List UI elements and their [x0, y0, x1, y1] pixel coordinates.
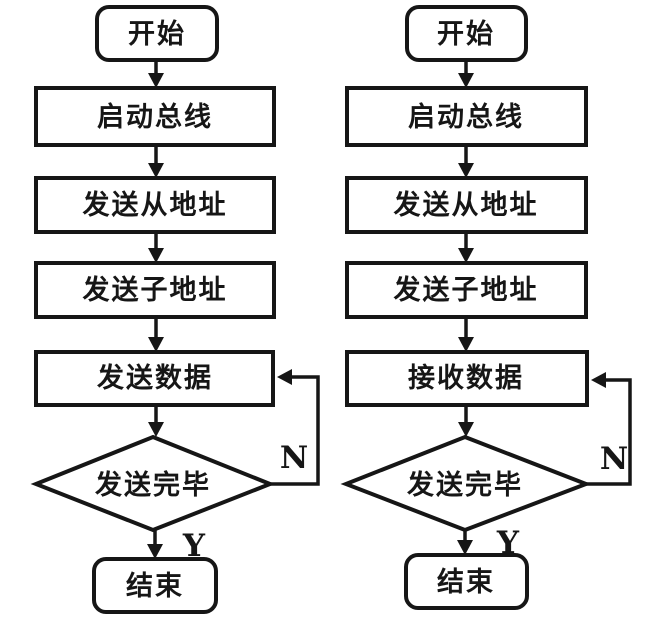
decision-node-send-complete	[30, 434, 276, 533]
flow-connector	[148, 405, 164, 437]
flow-connector	[458, 232, 474, 263]
flow-connector	[458, 60, 474, 88]
process-label: 发送数据	[96, 362, 213, 394]
flow-connector	[148, 60, 164, 88]
process-node-send-sub-address	[345, 261, 588, 319]
flow-connector	[148, 317, 164, 352]
arrow-down-icon	[148, 73, 164, 88]
flow-connector-yes	[147, 530, 163, 559]
branch-label-no: N	[280, 440, 308, 476]
arrow-down-icon	[458, 422, 474, 437]
process-label: 发送子地址	[82, 274, 228, 306]
loop-connector-no	[270, 369, 320, 486]
arrow-down-icon	[148, 422, 164, 437]
arrow-down-icon	[148, 163, 164, 178]
flow-connector	[458, 405, 474, 437]
arrow-down-icon	[458, 337, 474, 352]
process-node-start-bus	[34, 86, 276, 147]
flowchart-receive: 开始 启动总线 发送从地址 发送子	[340, 5, 632, 610]
flow-connector	[148, 232, 164, 263]
arrow-down-icon	[458, 248, 474, 263]
flow-connector	[458, 145, 474, 178]
branch-label-no: N	[600, 441, 628, 477]
arrow-down-icon	[458, 163, 474, 178]
flowchart-send: 开始 启动总线 发送从地址 发送子	[30, 5, 320, 614]
process-label: 发送从地址	[393, 189, 539, 221]
arrow-down-icon	[457, 540, 473, 555]
loop-connector-no	[586, 372, 632, 486]
arrow-down-icon	[148, 248, 164, 263]
process-label: 接收数据	[408, 363, 524, 394]
terminator-label: 结束	[437, 567, 495, 598]
process-node-send-sub-address	[34, 261, 276, 319]
arrow-down-icon	[148, 337, 164, 352]
decision-label: 发送完毕	[94, 469, 211, 501]
arrow-left-icon	[591, 372, 606, 388]
flow-connector-yes	[457, 530, 473, 555]
terminator-node-end	[404, 553, 529, 610]
process-node-send-slave-address	[345, 176, 588, 234]
decision-label: 发送完毕	[406, 469, 523, 501]
arrow-left-icon	[277, 369, 292, 385]
process-label: 发送从地址	[82, 189, 228, 221]
process-label: 发送子地址	[393, 274, 539, 306]
terminator-label: 开始	[437, 18, 495, 50]
terminator-node-end	[92, 557, 218, 614]
arrow-down-icon	[147, 544, 163, 559]
process-label: 启动总线	[97, 102, 213, 133]
flow-connector	[148, 145, 164, 178]
process-node-receive-data	[345, 350, 589, 407]
process-label: 启动总线	[408, 102, 524, 133]
flow-connector	[458, 317, 474, 352]
terminator-label: 结束	[126, 571, 184, 602]
terminator-label: 开始	[128, 18, 186, 50]
arrow-down-icon	[458, 73, 474, 88]
